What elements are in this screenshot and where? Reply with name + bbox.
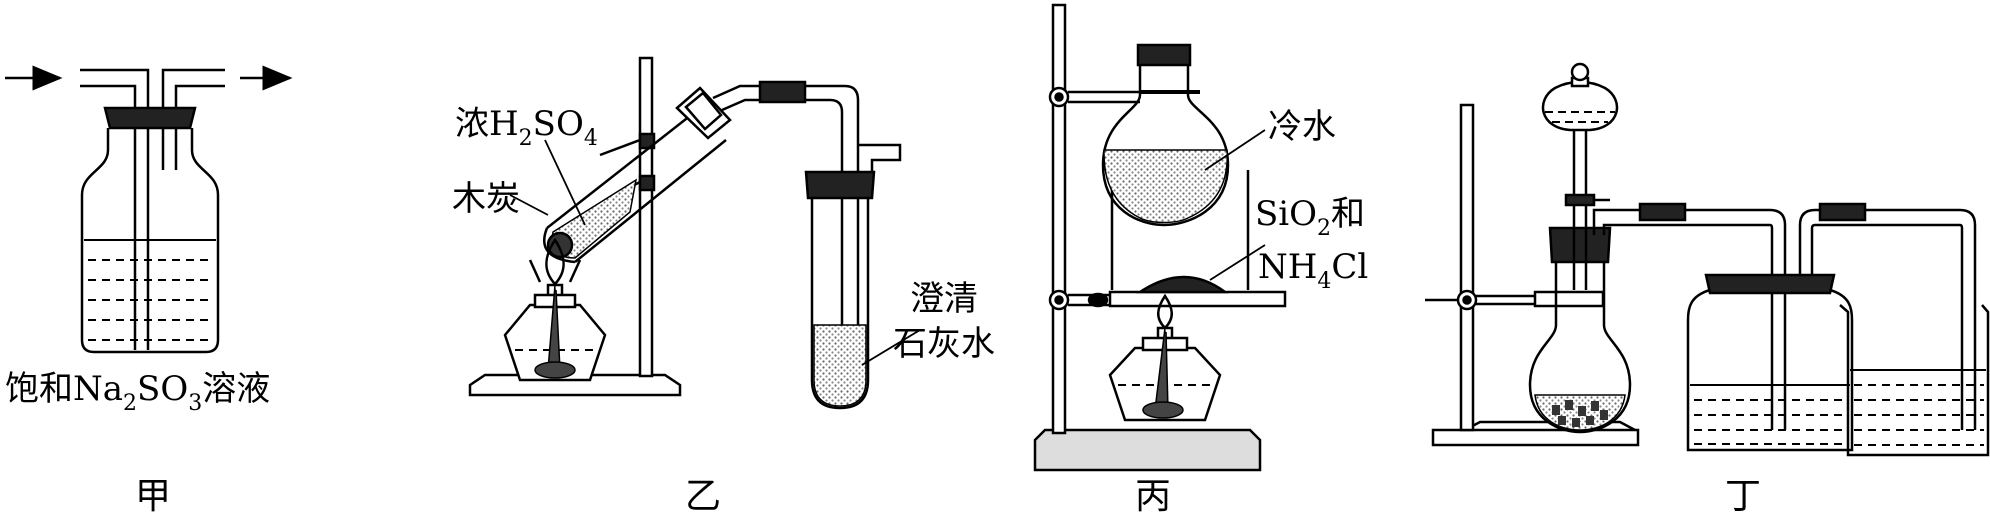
stand-rod <box>1051 3 1067 435</box>
caption-yi: 乙 <box>685 476 721 517</box>
panel-bing-apparatus <box>1033 3 1287 472</box>
limewater <box>813 324 867 407</box>
limewater-tube <box>810 180 870 410</box>
rubber-stopper <box>103 106 197 130</box>
stand-base <box>1033 428 1262 472</box>
solution-label: 饱和Na2SO3溶液 <box>5 369 270 416</box>
beaker-2 <box>1839 304 1990 457</box>
caption-bing: 丙 <box>1135 476 1171 517</box>
cold-water-label: 冷水 <box>1268 107 1336 147</box>
gas-bottle <box>80 128 220 354</box>
panel-jia-wash-bottle <box>5 65 293 354</box>
evaporating-plate <box>1108 290 1287 308</box>
rubber-connector <box>758 80 807 104</box>
reaction-tube-upper <box>546 107 701 229</box>
short-outlet-tube <box>161 68 225 170</box>
stopcock <box>1564 193 1596 207</box>
acid-label: 浓H2SO4 <box>455 104 598 151</box>
wash-bottle-2 <box>1686 288 1854 452</box>
round-flask <box>1101 65 1230 227</box>
limewater-stopper <box>804 170 876 200</box>
flask-stopper <box>1136 43 1192 67</box>
solid-mixture <box>1135 275 1229 294</box>
charcoal-label: 木炭 <box>452 179 520 219</box>
solid-label-line1: SiO2和 <box>1255 194 1365 241</box>
liquid-lines <box>88 259 212 341</box>
flask-stopper-2 <box>1548 226 1612 264</box>
stand-rod-2 <box>1459 103 1475 432</box>
long-inlet-tube <box>80 68 150 350</box>
charcoal-lump <box>546 231 574 259</box>
solid-label-line2: NH4Cl <box>1258 247 1368 294</box>
limewater-label-line2: 石灰水 <box>893 324 995 364</box>
flame <box>545 237 565 286</box>
cold-water <box>1103 149 1228 224</box>
caption-ding: 丁 <box>1725 476 1761 517</box>
panel-ding-apparatus <box>1425 62 1990 457</box>
reaction-flask <box>1528 235 1632 434</box>
stand-base-2 <box>1431 428 1640 447</box>
iron-stand-rod <box>638 56 654 378</box>
caption-jia: 甲 <box>135 476 171 517</box>
panel-yi-apparatus <box>468 56 921 410</box>
limewater-label-line1: 澄清 <box>910 279 978 319</box>
